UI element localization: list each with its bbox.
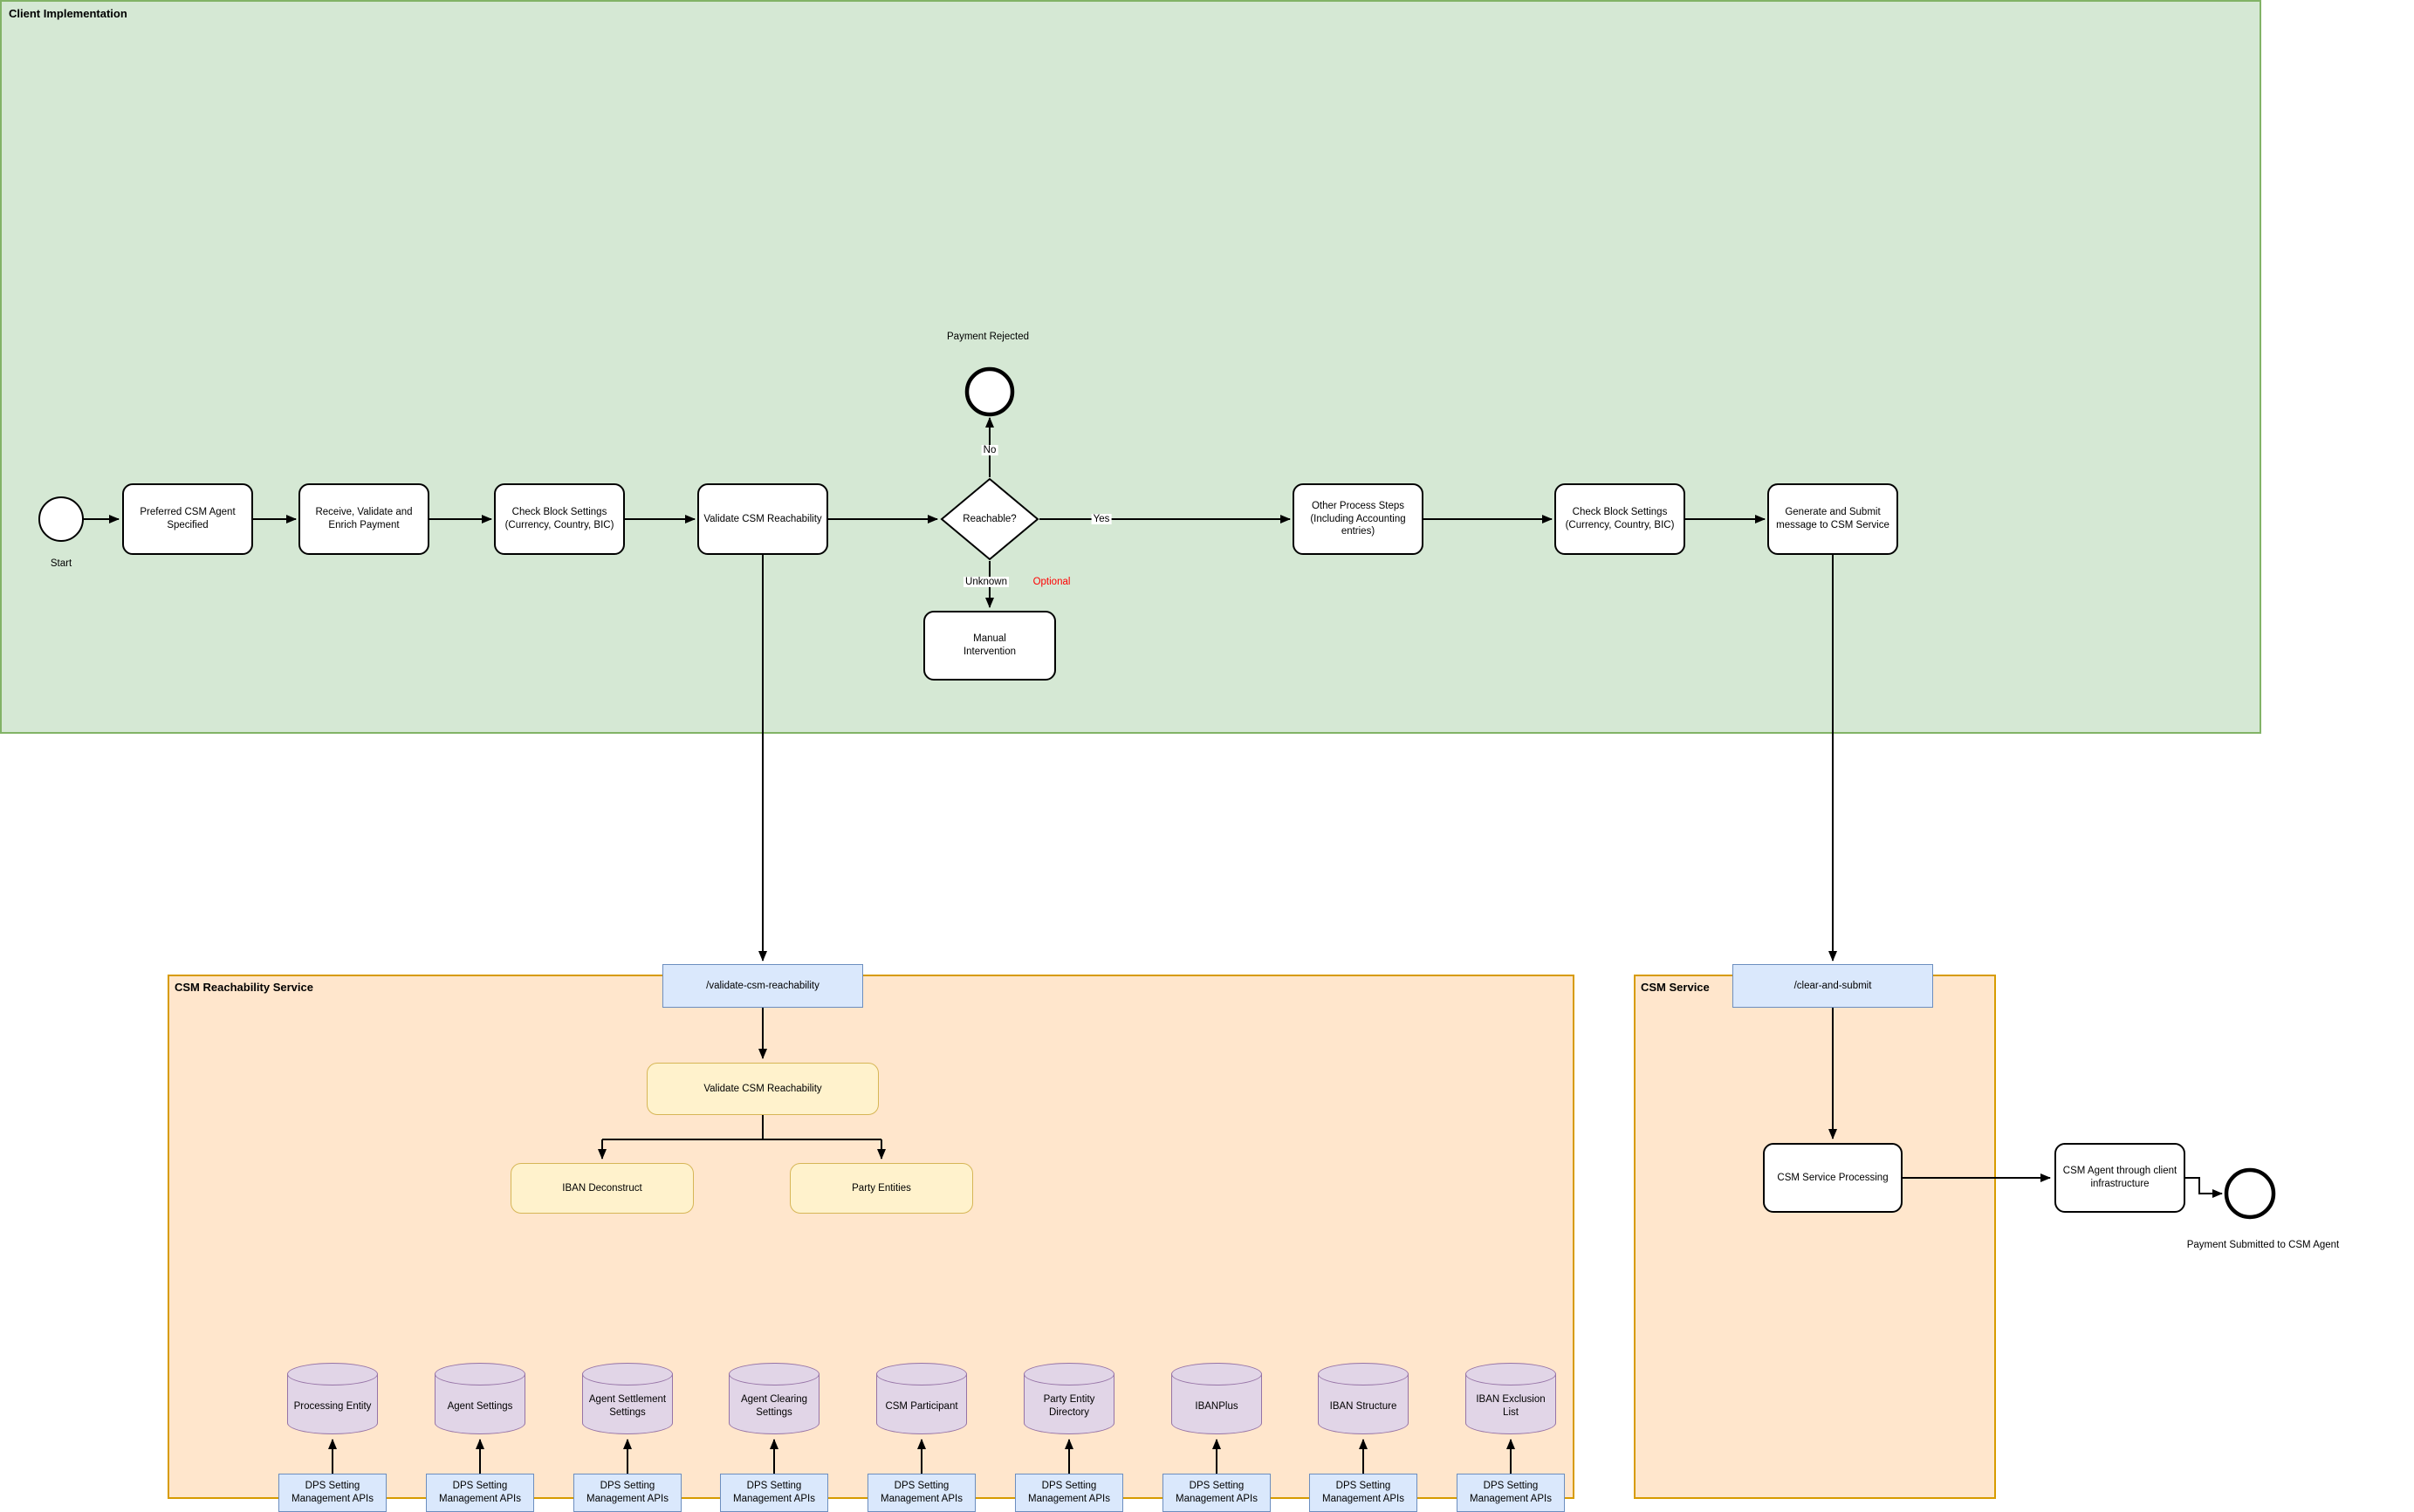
api-dps-setting-management-9: DPS Setting Management APIs <box>1457 1474 1565 1512</box>
api-dps-setting-management-5: DPS Setting Management APIs <box>868 1474 976 1512</box>
step-receive-validate-enrich: Receive, Validate and Enrich Payment <box>298 483 429 555</box>
database-agent-clearing-settings: Agent Clearing Settings <box>729 1363 820 1434</box>
database-csm-participant: CSM Participant <box>876 1363 967 1434</box>
endpoint-validate-csm-reachability: /validate-csm-reachability <box>662 964 863 1008</box>
database-iban-structure: IBAN Structure <box>1318 1363 1409 1434</box>
database-cylinder-icon <box>1318 1363 1409 1385</box>
database-agent-settlement-settings: Agent Settlement Settings <box>582 1363 673 1434</box>
api-dps-setting-management-6: DPS Setting Management APIs <box>1015 1474 1123 1512</box>
step-check-block-settings-2: Check Block Settings (Currency, Country,… <box>1554 483 1685 555</box>
api-dps-setting-management-2: DPS Setting Management APIs <box>426 1474 534 1512</box>
api-dps-setting-management-3: DPS Setting Management APIs <box>573 1474 682 1512</box>
database-cylinder-icon <box>1171 1363 1262 1385</box>
database-party-entity-directory: Party Entity Directory <box>1024 1363 1114 1434</box>
database-cylinder-icon <box>876 1374 967 1434</box>
lane-csm-service <box>1634 975 1996 1499</box>
subprocess-party-entities: Party Entities <box>790 1163 973 1214</box>
start-label: Start <box>50 558 72 569</box>
step-other-process-steps: Other Process Steps (Including Accountin… <box>1293 483 1423 555</box>
database-iban-exclusion-list: IBAN Exclusion List <box>1465 1363 1556 1434</box>
edge-label-optional: Optional <box>1032 577 1071 587</box>
database-ibanplus: IBANPlus <box>1171 1363 1262 1434</box>
api-dps-setting-management-1: DPS Setting Management APIs <box>278 1474 387 1512</box>
database-cylinder-icon <box>729 1363 820 1385</box>
step-validate-csm-reachability: Validate CSM Reachability <box>697 483 828 555</box>
database-cylinder-icon <box>876 1363 967 1385</box>
database-agent-settings: Agent Settings <box>435 1363 525 1434</box>
database-cylinder-icon <box>582 1363 673 1385</box>
step-generate-and-submit: Generate and Submit message to CSM Servi… <box>1767 483 1898 555</box>
step-check-block-settings-1: Check Block Settings (Currency, Country,… <box>494 483 625 555</box>
database-cylinder-icon <box>1024 1363 1114 1385</box>
payment-submitted-label: Payment Submitted to CSM Agent <box>2186 1240 2340 1250</box>
api-dps-setting-management-7: DPS Setting Management APIs <box>1162 1474 1271 1512</box>
api-dps-setting-management-8: DPS Setting Management APIs <box>1309 1474 1417 1512</box>
arrow-agent-to-end <box>2185 1177 2223 1198</box>
lane-client-title: Client Implementation <box>9 7 127 20</box>
decision-reachable-label: Reachable? <box>963 514 1017 524</box>
edge-label-yes: Yes <box>1091 514 1112 524</box>
process-validate-csm-reachability: Validate CSM Reachability <box>647 1063 879 1115</box>
lane-client-implementation <box>0 0 2261 734</box>
api-dps-setting-management-4: DPS Setting Management APIs <box>720 1474 828 1512</box>
edge-label-no: No <box>981 445 998 455</box>
subprocess-iban-deconstruct: IBAN Deconstruct <box>511 1163 694 1214</box>
database-cylinder-icon <box>435 1363 525 1385</box>
endpoint-clear-and-submit: /clear-and-submit <box>1732 964 1933 1008</box>
step-preferred-csm-agent: Preferred CSM Agent Specified <box>122 483 253 555</box>
database-cylinder-icon <box>1465 1363 1556 1385</box>
lane-csm-service-title: CSM Service <box>1641 981 1710 994</box>
lane-reachability-title: CSM Reachability Service <box>175 981 313 994</box>
edge-label-unknown: Unknown <box>964 577 1009 587</box>
database-cylinder-icon <box>287 1363 378 1385</box>
database-processing-entity: Processing Entity <box>287 1363 378 1434</box>
payment-rejected-label: Payment Rejected <box>947 332 1029 342</box>
step-csm-service-processing: CSM Service Processing <box>1763 1143 1903 1213</box>
payment-submitted-end-event-circle <box>2224 1167 2276 1220</box>
step-csm-agent-through-client: CSM Agent through client infrastructure <box>2054 1143 2185 1213</box>
step-manual-intervention: Manual Intervention <box>923 611 1056 681</box>
